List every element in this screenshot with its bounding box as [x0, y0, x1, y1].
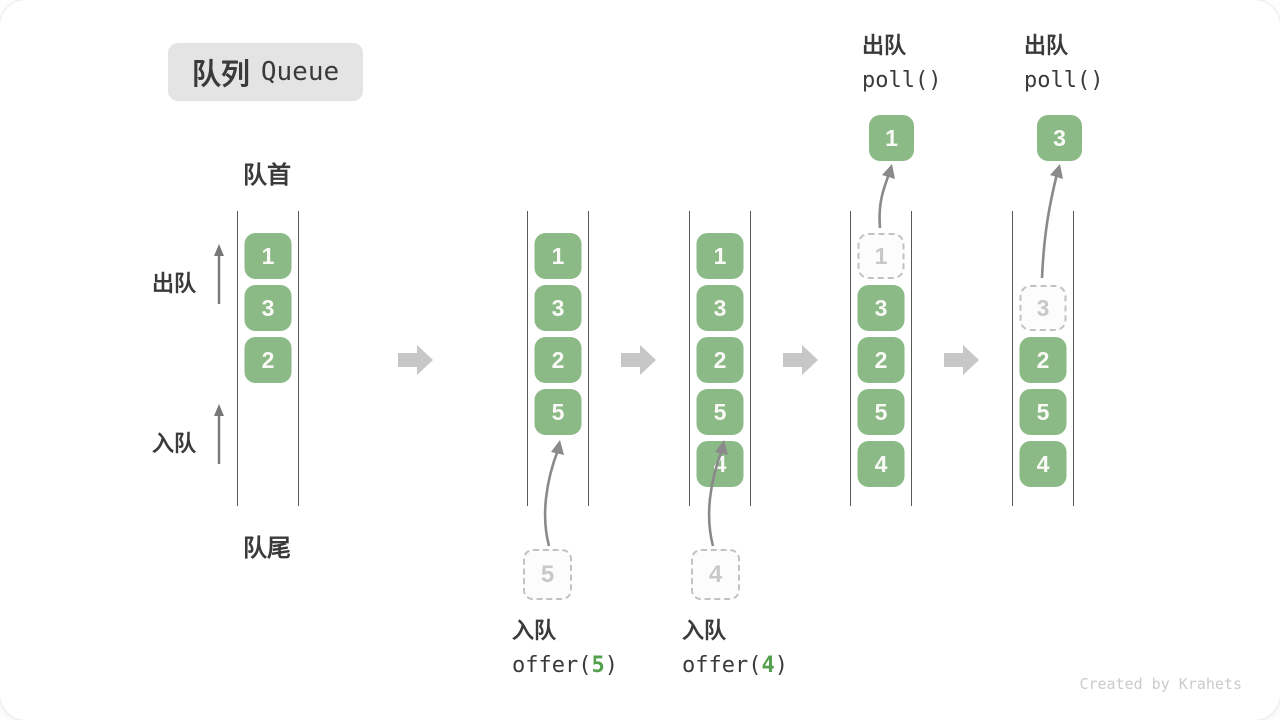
operation-code-label: offer(5)	[512, 653, 618, 678]
operation-action-label: 出队	[1024, 33, 1069, 58]
queue-item: 5	[534, 389, 582, 435]
queue-item: 5	[857, 389, 905, 435]
queue-item: 4	[857, 441, 905, 487]
right-block-arrow-icon	[621, 345, 656, 375]
queue-item: 2	[696, 337, 744, 383]
queue-item: 1	[534, 233, 582, 279]
queue-item: 4	[696, 441, 744, 487]
watermark-credit: Created by Krahets	[1079, 675, 1242, 693]
operation-enqueue-4: 入队 offer(4)	[682, 613, 788, 683]
right-block-arrow-icon	[944, 345, 979, 375]
queue-state-4: 1 3 2 5 4	[850, 211, 912, 506]
queue-item: 2	[534, 337, 582, 383]
operation-code-label: poll()	[1024, 68, 1104, 93]
operation-code-label: poll()	[862, 68, 942, 93]
queue-item-removed: 1	[857, 233, 905, 279]
queue-front-label: 队首	[243, 162, 291, 189]
dequeue-up-arrow-icon	[214, 244, 224, 304]
queue-state-2: 1 3 2 5	[527, 211, 589, 506]
operation-action-label: 入队	[512, 618, 557, 643]
queue-item: 5	[1019, 389, 1067, 435]
enqueue-side-label: 入队	[152, 431, 197, 456]
queue-item: 2	[1019, 337, 1067, 383]
title-badge: 队列 Queue	[168, 43, 363, 101]
title-chinese: 队列	[191, 59, 250, 91]
queue-item: 1	[244, 233, 292, 279]
queue-item-removed: 3	[1019, 285, 1067, 331]
pending-enqueue-value: 4	[691, 549, 740, 600]
operation-code-label: offer(4)	[682, 653, 788, 678]
dequeue-curved-arrow-icon	[878, 164, 895, 229]
queue-state-1: 1 3 2	[237, 211, 299, 506]
queue-item: 5	[696, 389, 744, 435]
right-block-arrow-icon	[398, 345, 433, 375]
queue-item: 2	[857, 337, 905, 383]
operation-poll-1: 出队 poll()	[862, 28, 941, 98]
queue-item: 3	[534, 285, 582, 331]
queue-state-3: 1 3 2 5 4	[689, 211, 751, 506]
queue-item: 3	[696, 285, 744, 331]
operation-poll-2: 出队 poll()	[1024, 28, 1103, 98]
queue-item: 3	[244, 285, 292, 331]
right-block-arrow-icon	[783, 345, 818, 375]
enqueue-curved-arrow-icon	[707, 440, 728, 547]
dequeue-curved-arrow-icon	[1040, 164, 1063, 279]
operation-enqueue-5: 入队 offer(5)	[512, 613, 618, 683]
operation-action-label: 出队	[862, 33, 907, 58]
title-english: Queue	[260, 57, 340, 87]
queue-rear-label: 队尾	[243, 535, 291, 562]
queue-item: 2	[244, 337, 292, 383]
queue-item: 3	[857, 285, 905, 331]
popped-dequeue-value: 1	[869, 115, 914, 161]
dequeue-side-label: 出队	[152, 271, 197, 296]
queue-state-5: 3 2 5 4	[1012, 211, 1074, 506]
queue-item: 4	[1019, 441, 1067, 487]
operation-action-label: 入队	[682, 618, 727, 643]
pending-enqueue-value: 5	[523, 549, 572, 600]
queue-item: 1	[696, 233, 744, 279]
enqueue-curved-arrow-icon	[543, 440, 564, 547]
popped-dequeue-value: 3	[1037, 115, 1082, 161]
enqueue-up-arrow-icon	[214, 404, 224, 464]
